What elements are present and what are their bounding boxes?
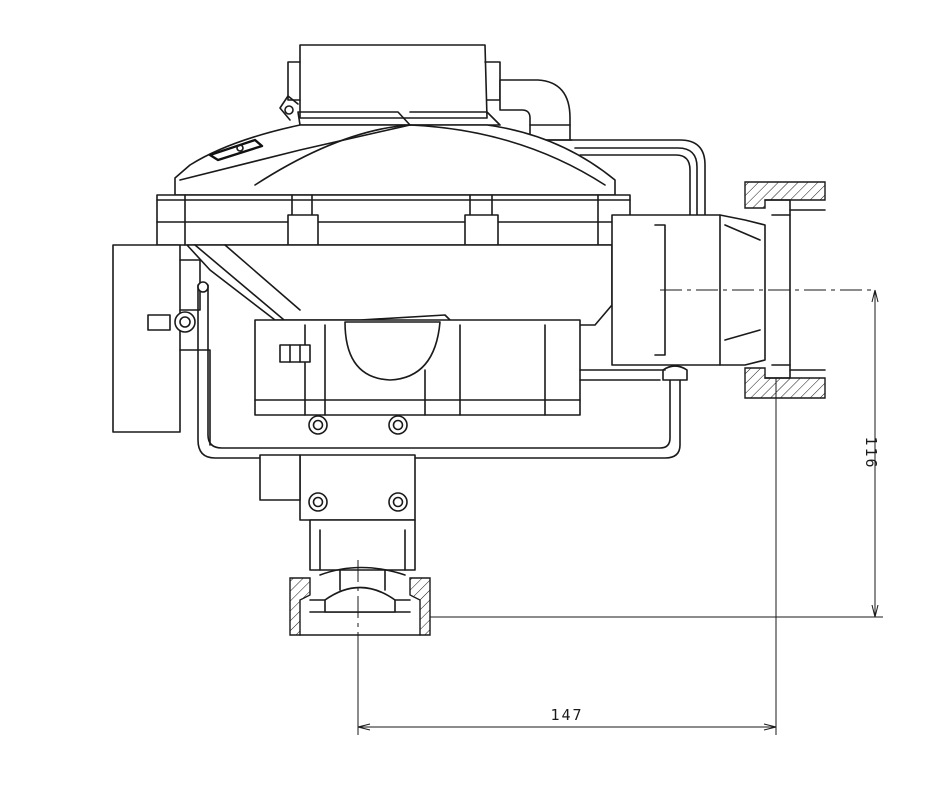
bypass-tube [197,281,688,459]
dimension-116-label: 116 [862,436,880,469]
top-cap [279,44,501,126]
outlet-coupling-nut [744,181,826,399]
nut-icon [279,344,311,363]
inlet-coupling-nut [289,577,431,636]
bolt-icon [388,492,408,512]
bottom-inlet-body [259,454,416,591]
dome-cover [174,124,616,196]
rear-tube [569,139,706,216]
bolt-icon [308,492,328,512]
bleed-screw [147,311,196,333]
dimension-vertical: 116 [430,289,883,618]
left-cover [112,244,211,446]
main-body [186,244,613,416]
dimension-147-label: 147 [550,706,583,724]
bolts [279,344,408,512]
bolt-icon [308,415,328,435]
bolt-icon [388,415,408,435]
dimension-horizontal: 147 [357,378,777,735]
flange-band [156,194,631,246]
